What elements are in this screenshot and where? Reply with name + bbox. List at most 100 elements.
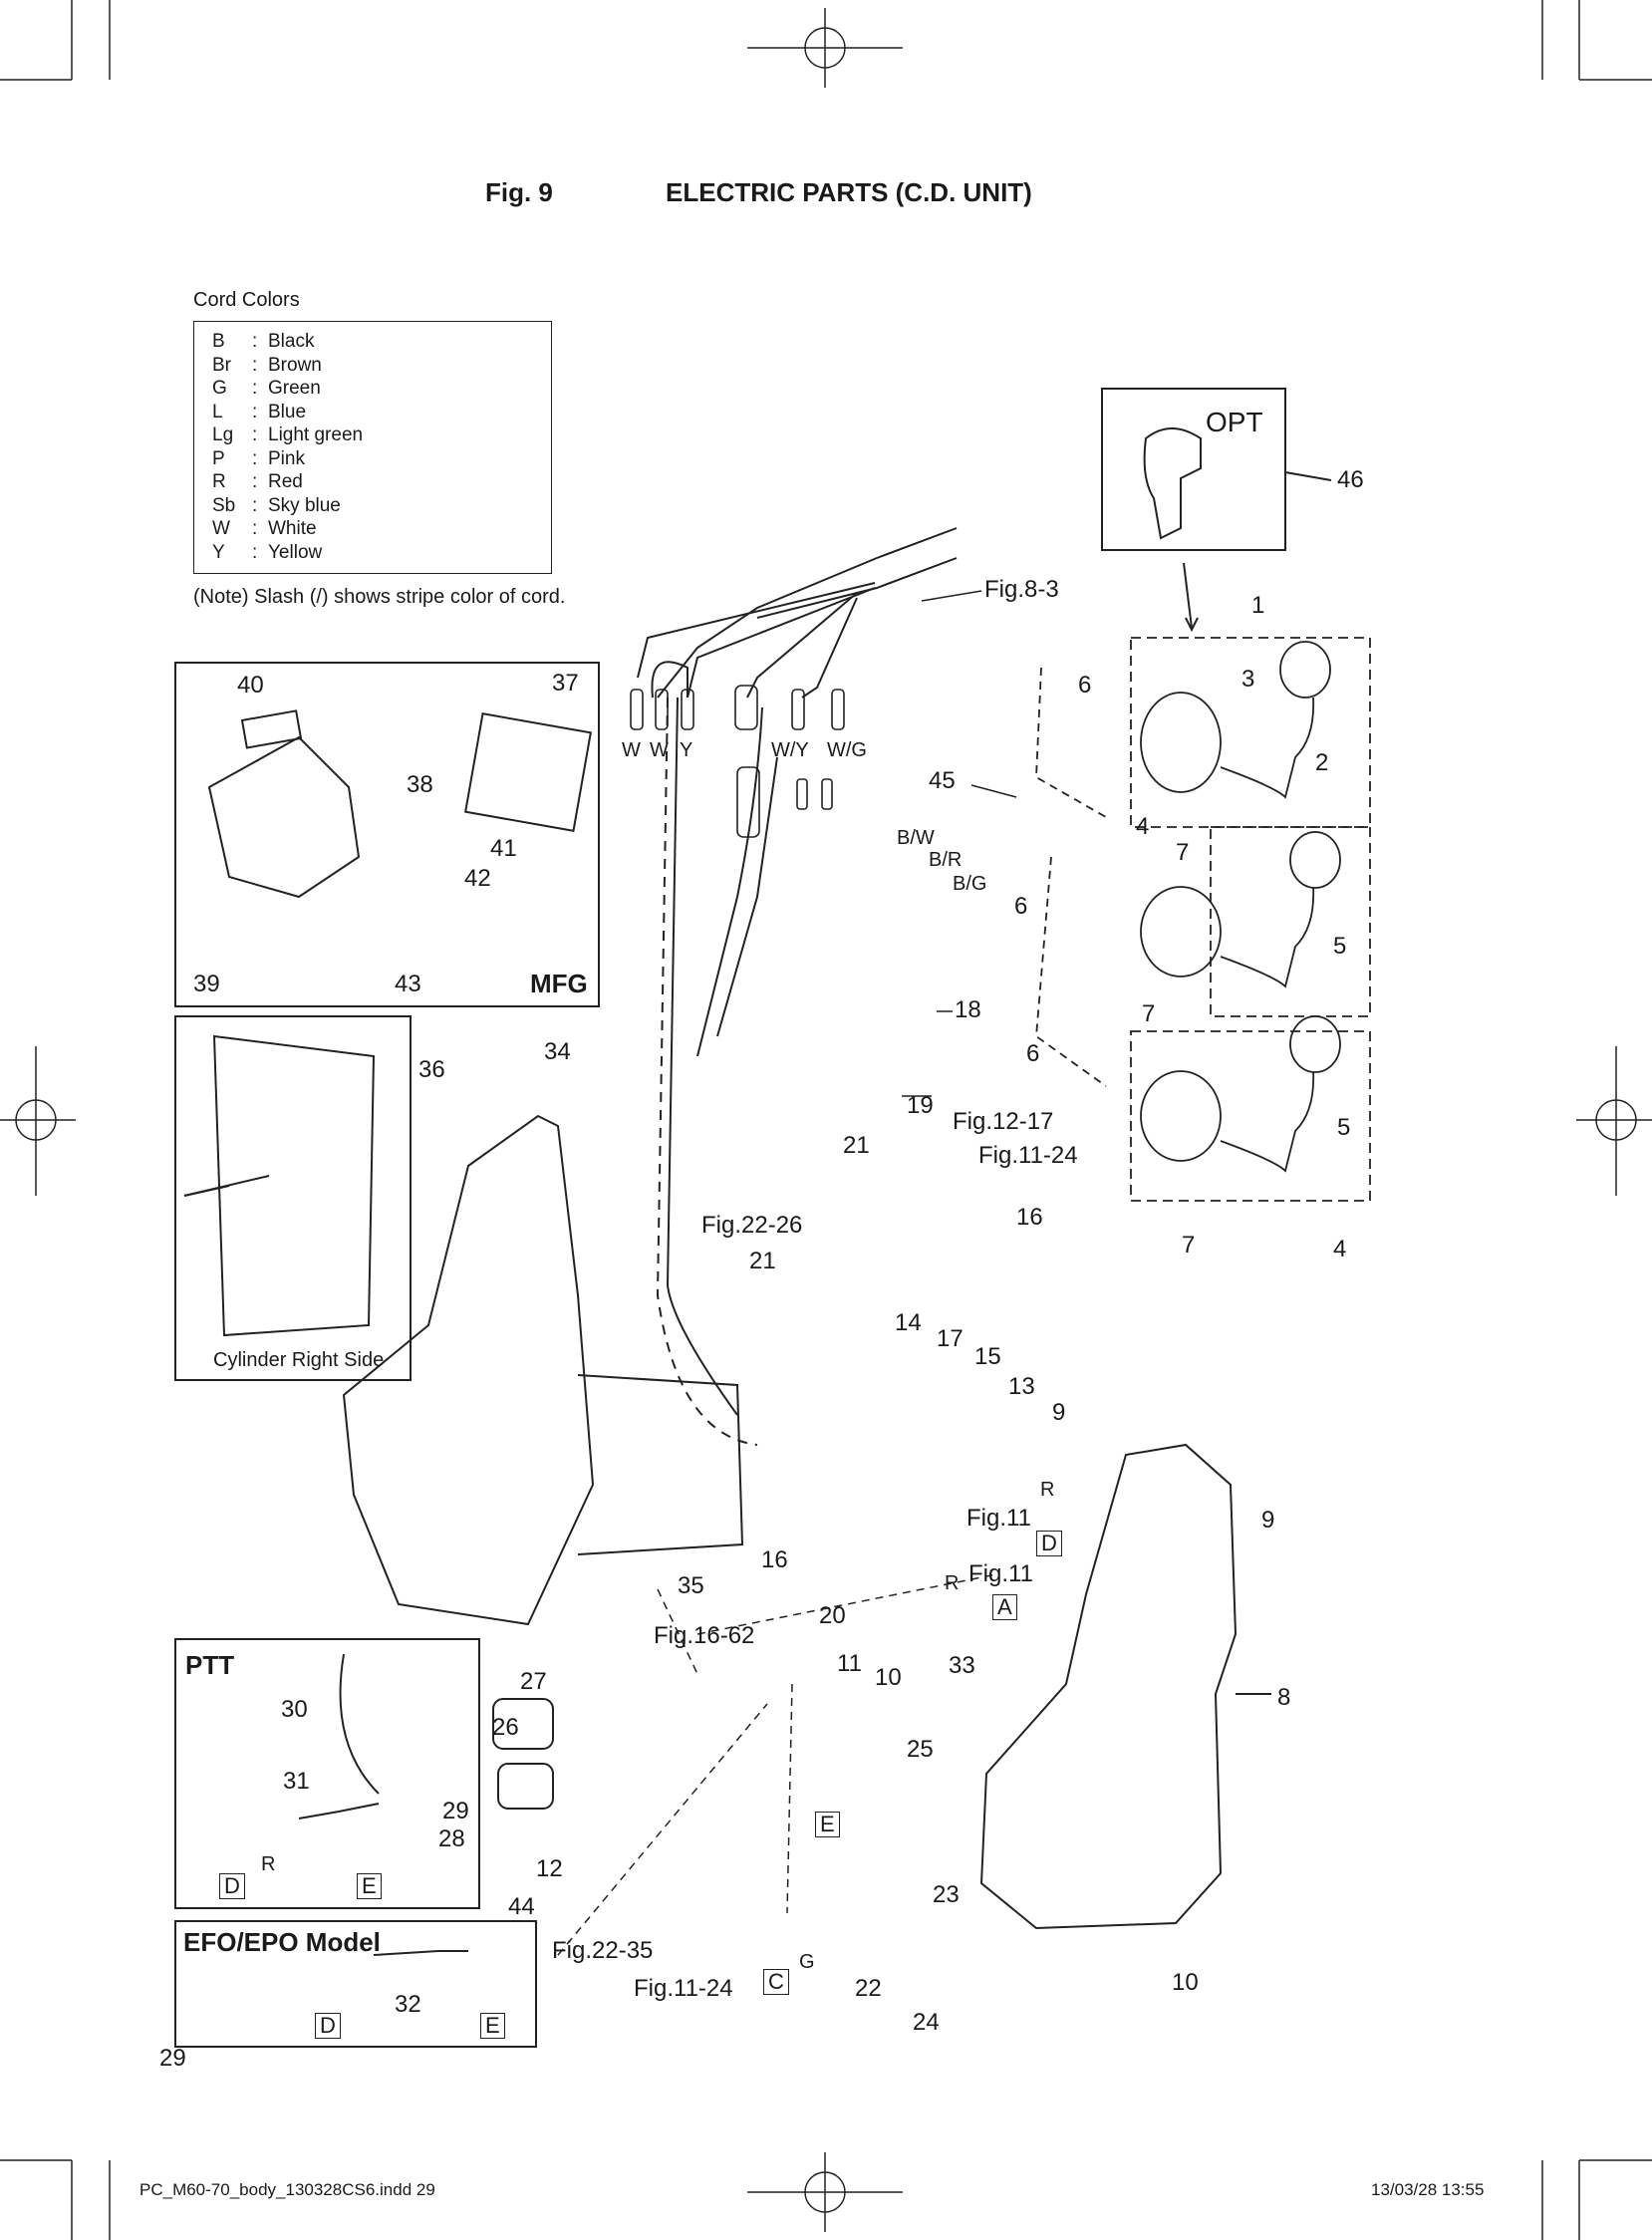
part-callout: 21 — [749, 1248, 776, 1274]
cover — [342, 1114, 744, 1626]
connector-d: D — [315, 2013, 341, 2039]
harness — [637, 527, 958, 1446]
connector-e: E — [357, 1873, 382, 1899]
part-callout: 25 — [907, 1736, 934, 1763]
part-callout: 21 — [843, 1132, 870, 1159]
fig-ref: Fig.16-62 — [654, 1622, 755, 1649]
wire-label: Y — [680, 739, 693, 761]
sub-boxes — [174, 1638, 554, 2048]
cord-colors-heading: Cord Colors — [193, 289, 300, 311]
part-callout: 22 — [855, 1975, 882, 2002]
part-callout: 7 — [1182, 1232, 1196, 1259]
part-callout: 41 — [490, 835, 517, 862]
file-name: PC_M60-70_body_130328CS6.indd 29 — [139, 2180, 435, 2199]
bracket — [979, 1443, 1271, 1930]
part-callout: 8 — [1277, 1684, 1291, 1711]
part-callout: 36 — [418, 1056, 445, 1083]
wire-label: B/G — [953, 873, 987, 895]
mfg-panel — [174, 662, 600, 1007]
wire-label: B/W — [897, 827, 935, 849]
legend-row: W:White — [212, 518, 317, 539]
cylinder-caption: Cylinder Right Side — [213, 1349, 385, 1371]
connector-pins — [630, 685, 845, 838]
legend-row: R:Red — [212, 471, 303, 492]
part-callout: 6 — [1026, 1040, 1040, 1067]
part-callout: 13 — [1008, 1373, 1035, 1400]
part-callout: 10 — [1172, 1969, 1199, 1996]
connector-a: A — [992, 1594, 1017, 1620]
fig-ref: Fig.11-24 — [978, 1142, 1078, 1169]
part-callout: 43 — [395, 971, 421, 997]
part-callout: 6 — [1078, 672, 1092, 699]
part-callout: 38 — [407, 771, 433, 798]
legend-row: Sb:Sky blue — [212, 494, 341, 516]
efo-epo-label: EFO/EPO Model — [183, 1927, 381, 1957]
part-callout: 30 — [281, 1696, 308, 1723]
fig-ref: Fig.11-24 — [634, 1975, 733, 2002]
legend-row: G:Green — [212, 378, 321, 399]
part-callout: 32 — [395, 1991, 421, 2018]
part-callout: 16 — [761, 1546, 788, 1573]
fig-ref: Fig.11 — [968, 1560, 1033, 1587]
part-callout: 7 — [1142, 1000, 1156, 1027]
ptt-label: PTT — [185, 1650, 235, 1680]
part-callout: 15 — [974, 1343, 1001, 1370]
wire-label: R — [261, 1853, 276, 1875]
part-callout: 37 — [552, 670, 579, 697]
part-callout: 19 — [907, 1092, 934, 1119]
legend-row: Y:Yellow — [212, 541, 323, 563]
fig-ref: Fig.11 — [966, 1505, 1031, 1532]
wire-label: W — [650, 739, 669, 761]
cylinder-view — [174, 1015, 412, 1381]
fig-ref: Fig.22-35 — [552, 1937, 654, 1964]
fig-ref: Fig.22-26 — [701, 1212, 803, 1239]
connector-d: D — [219, 1873, 245, 1899]
fig-ref: Fig.12-17 — [953, 1108, 1054, 1135]
legend-row: L:Blue — [212, 401, 307, 422]
part-callout: 2 — [1315, 749, 1329, 776]
wire-label: R — [945, 1572, 960, 1594]
wire-label: W/Y — [771, 739, 809, 761]
leader-lines — [557, 590, 1017, 1956]
part-callout: 9 — [1052, 1399, 1066, 1426]
figure-number: Fig. 9 — [485, 177, 553, 207]
cord-colors-note: (Note) Slash (/) shows stripe color of c… — [193, 586, 566, 608]
wire-label: B/R — [929, 849, 963, 871]
timestamp: 13/03/28 13:55 — [1371, 2180, 1485, 2199]
part-callout: 5 — [1337, 1114, 1351, 1141]
part-callout: 35 — [678, 1572, 704, 1599]
part-callout: 23 — [933, 1881, 960, 1908]
opt-cap — [1101, 388, 1332, 633]
part-callout: 20 — [819, 1602, 846, 1629]
connector-d: D — [1036, 1531, 1062, 1556]
part-callout: 14 — [895, 1309, 922, 1336]
part-callout: 28 — [438, 1825, 465, 1852]
wire-label: G — [799, 1951, 815, 1973]
part-callout: 18 — [955, 996, 981, 1023]
part-callout: 1 — [1251, 592, 1265, 619]
legend-row: B:Black — [212, 331, 315, 352]
wire-label: R — [1040, 1479, 1055, 1501]
opt-label: OPT — [1206, 407, 1263, 437]
part-callout: 39 — [193, 971, 220, 997]
connector-e: E — [480, 2013, 505, 2039]
part-callout: 5 — [1333, 933, 1347, 960]
wire-label: W — [622, 739, 641, 761]
part-callout: 17 — [937, 1325, 964, 1352]
fig-ref: Fig.8-3 — [984, 576, 1059, 603]
part-callout: 33 — [949, 1652, 975, 1679]
part-callout: 10 — [875, 1664, 902, 1691]
part-callout: 26 — [492, 1714, 519, 1741]
part-callout: 27 — [520, 1668, 547, 1695]
part-callout: 4 — [1333, 1236, 1347, 1262]
connector-e: E — [815, 1812, 840, 1837]
part-callout: 4 — [1136, 813, 1150, 840]
cord-colors-legend: B:Black Br:Brown G:Green L:Blue Lg:Light… — [193, 321, 552, 574]
legend-row: Br:Brown — [212, 354, 322, 376]
part-callout: 6 — [1014, 893, 1028, 920]
part-callout: 44 — [508, 1893, 535, 1920]
part-callout: 46 — [1337, 466, 1364, 493]
page-number: 29 — [159, 2045, 186, 2072]
ignition-coils — [1035, 637, 1371, 1202]
